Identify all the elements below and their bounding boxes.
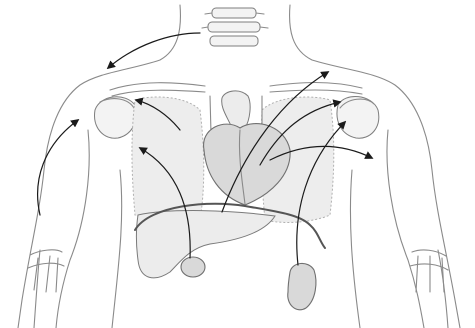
gallbladder — [181, 257, 205, 277]
left-shoulder — [337, 96, 379, 138]
wrist-bones — [28, 250, 448, 292]
liver — [137, 211, 276, 278]
arrow-neck-to-right-shoulder — [108, 33, 200, 68]
cervical-spine — [202, 8, 268, 46]
right-shoulder — [95, 97, 137, 138]
arrow-right-arm-up — [38, 120, 78, 215]
spleen — [288, 263, 316, 309]
